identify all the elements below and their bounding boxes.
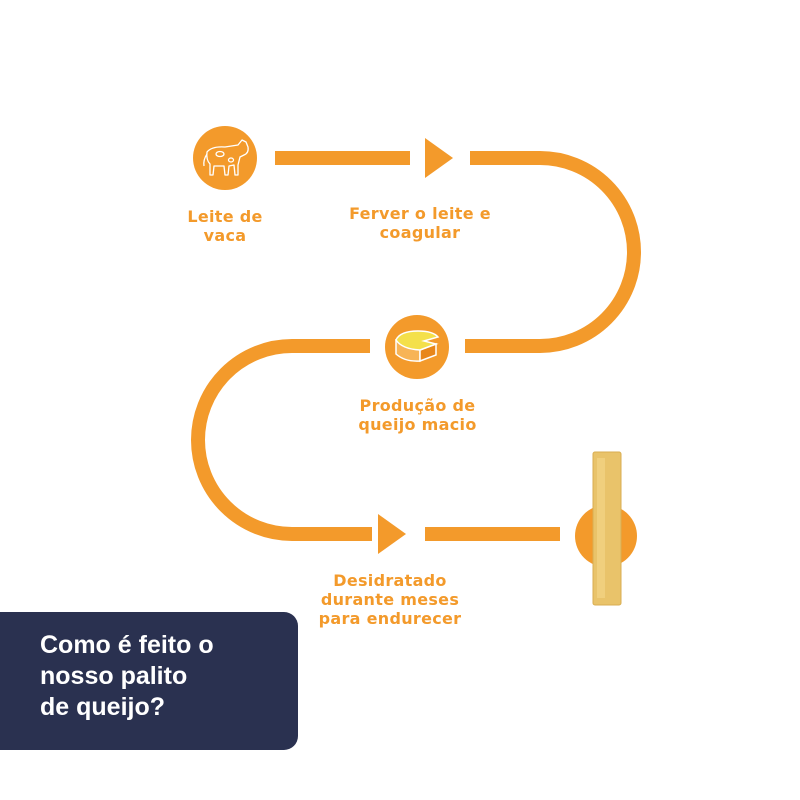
step-label-dehydrated: Desidratado durante meses para endurecer — [305, 571, 475, 628]
step-label-boil-coagulate: Ferver o leite e coagular — [345, 204, 495, 242]
label-line: Desidratado — [333, 571, 447, 590]
label-line: queijo macio — [358, 415, 477, 434]
arrow-icon — [378, 514, 406, 554]
label-line: vaca — [203, 226, 247, 245]
title-line: nosso palito — [40, 662, 188, 690]
label-line: durante meses — [320, 590, 460, 609]
step-label-cow-milk: Leite de vaca — [170, 207, 280, 245]
label-line: para endurecer — [318, 609, 462, 628]
page-title: Como é feito o nosso palito de queijo? — [40, 630, 214, 723]
label-line: Produção de — [359, 396, 476, 415]
cow-icon — [193, 126, 257, 190]
arrow-icon — [425, 138, 453, 178]
title-line: de queijo? — [40, 693, 165, 721]
label-line: Ferver o leite e — [349, 204, 491, 223]
connector-curve-right — [465, 151, 641, 353]
connector-curve-left — [191, 339, 372, 541]
label-line: Leite de — [187, 207, 263, 226]
cheese-wheel-icon — [385, 315, 449, 379]
label-line: coagular — [379, 223, 461, 242]
title-line: Como é feito o — [40, 631, 214, 659]
cheese-stick-icon — [575, 451, 637, 606]
step-label-soft-cheese: Produção de queijo macio — [340, 396, 495, 434]
title-banner — [0, 612, 298, 750]
